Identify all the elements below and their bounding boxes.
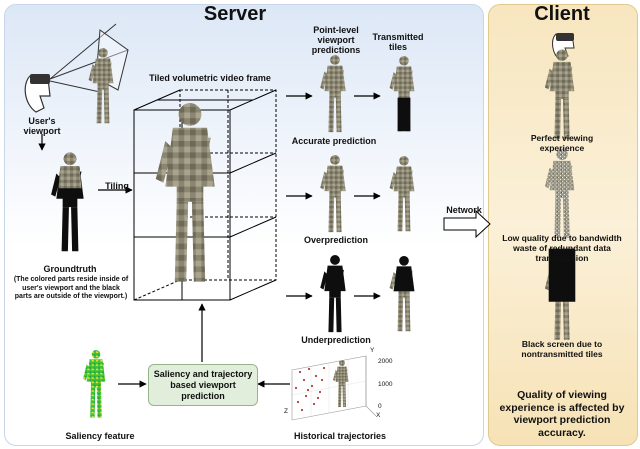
tiled-frame-cube <box>133 89 277 301</box>
overprediction-figure <box>320 155 346 233</box>
perfect-view-figure <box>544 49 575 139</box>
groundtruth-note: (The colored parts reside inside of user… <box>13 276 129 300</box>
saliency-feature-figure <box>83 350 106 418</box>
client-title: Client <box>534 3 590 25</box>
plot-axis-y: Y <box>370 347 375 354</box>
transmitted-tiles-label: Transmitted tiles <box>372 32 424 52</box>
plot-axis-z: Z <box>284 408 288 415</box>
accurate-tiles-figure <box>389 56 415 132</box>
overprediction-tiles-figure <box>389 156 415 232</box>
tiled-frame-label: Tiled volumetric video frame <box>149 73 271 83</box>
underprediction-tiles-figure <box>389 256 415 332</box>
plot-tick-1000: 1000 <box>378 381 393 388</box>
perfect-viewing-label: Perfect viewing experience <box>530 133 594 153</box>
accurate-prediction-figure <box>320 55 346 133</box>
plot-tick-0: 0 <box>378 403 382 410</box>
underprediction-figure <box>320 255 346 333</box>
user-head-icon <box>24 74 51 113</box>
viewport-predictor-label: Saliency and trajectory based viewport p… <box>153 368 253 401</box>
network-arrow <box>443 209 491 239</box>
point-level-label: Point-level viewport predictions <box>311 25 361 55</box>
network-label: Network <box>446 205 482 215</box>
plot-tick-2000: 2000 <box>378 358 393 365</box>
underprediction-label: Underprediction <box>301 335 371 345</box>
low-quality-label: Low quality due to bandwidth waste of re… <box>502 233 622 263</box>
groundtruth-label: Groundtruth <box>43 264 97 274</box>
trajectory-plot <box>291 355 377 421</box>
groundtruth-figure <box>51 152 84 252</box>
view-frustum <box>49 23 129 93</box>
historical-trajectories-label: Historical trajectories <box>293 431 387 441</box>
server-title: Server <box>203 3 267 25</box>
saliency-feature-label: Saliency feature <box>65 431 135 441</box>
volumetric-soldier <box>155 102 215 282</box>
accurate-prediction-label: Accurate prediction <box>291 136 377 146</box>
overprediction-label: Overprediction <box>303 235 368 245</box>
tiling-label: Tiling <box>105 181 129 191</box>
black-screen-label: Black screen due to nontransmitted tiles <box>521 339 603 359</box>
quality-note: Quality of viewing experience is affecte… <box>499 389 625 439</box>
plot-axis-x: X <box>376 412 381 419</box>
viewport-predictor-box: Saliency and trajectory based viewport p… <box>148 364 258 406</box>
low-quality-figure <box>544 148 575 238</box>
black-screen-figure <box>544 248 576 340</box>
users-viewport-label: User's viewport <box>23 116 61 136</box>
